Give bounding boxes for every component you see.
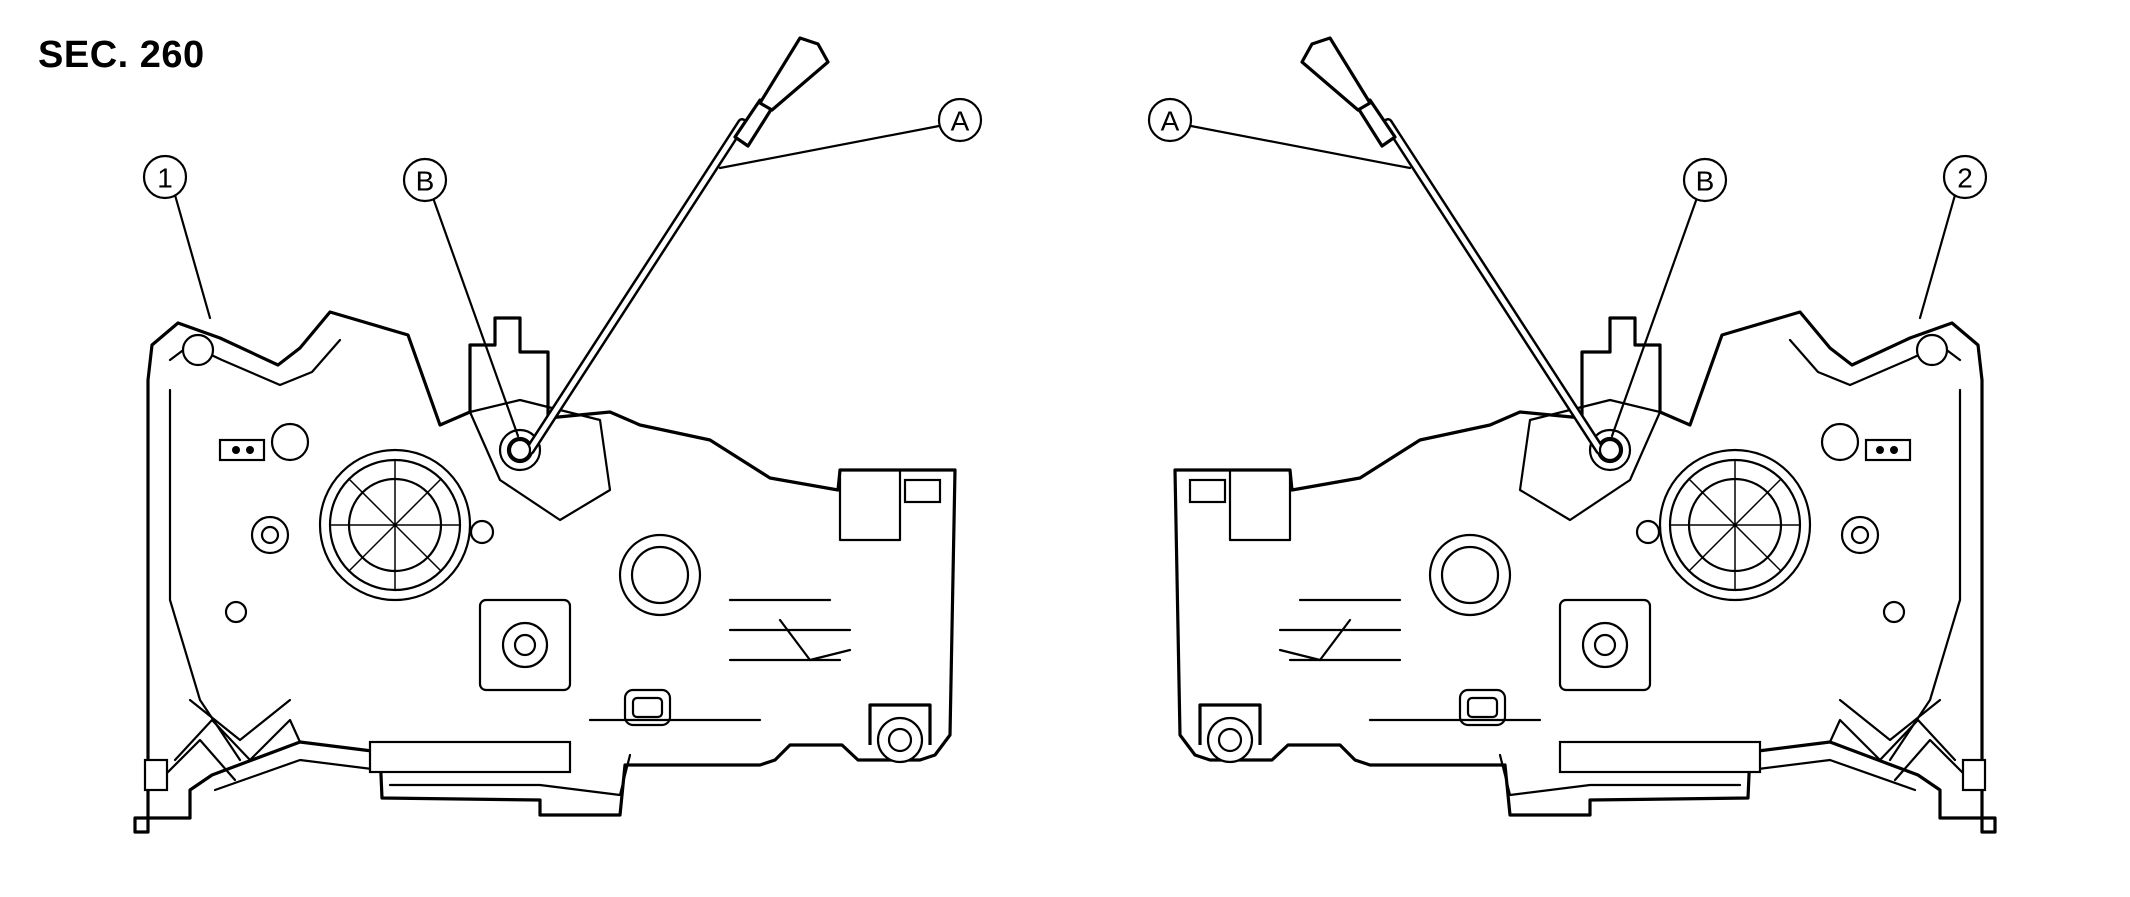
callout-1-text: 1 bbox=[157, 163, 173, 194]
callout-b-left: B bbox=[402, 157, 448, 203]
leader-lines bbox=[173, 124, 1957, 438]
callout-a-left: A bbox=[937, 97, 983, 143]
callout-b-right-text: B bbox=[1696, 166, 1715, 197]
callout-b-right: B bbox=[1682, 157, 1728, 203]
callout-1: 1 bbox=[142, 154, 188, 200]
callout-a-right-text: A bbox=[1161, 106, 1180, 137]
callout-a-right: A bbox=[1147, 97, 1193, 143]
callout-2-text: 2 bbox=[1957, 163, 1973, 194]
callout-2: 2 bbox=[1942, 154, 1988, 200]
section-label: SEC. 260 bbox=[38, 34, 205, 76]
left-headlamp-drawing bbox=[133, 38, 957, 834]
right-headlamp-drawing bbox=[1173, 38, 1997, 834]
callout-a-left-text: A bbox=[951, 106, 970, 137]
callout-b-left-text: B bbox=[416, 166, 435, 197]
